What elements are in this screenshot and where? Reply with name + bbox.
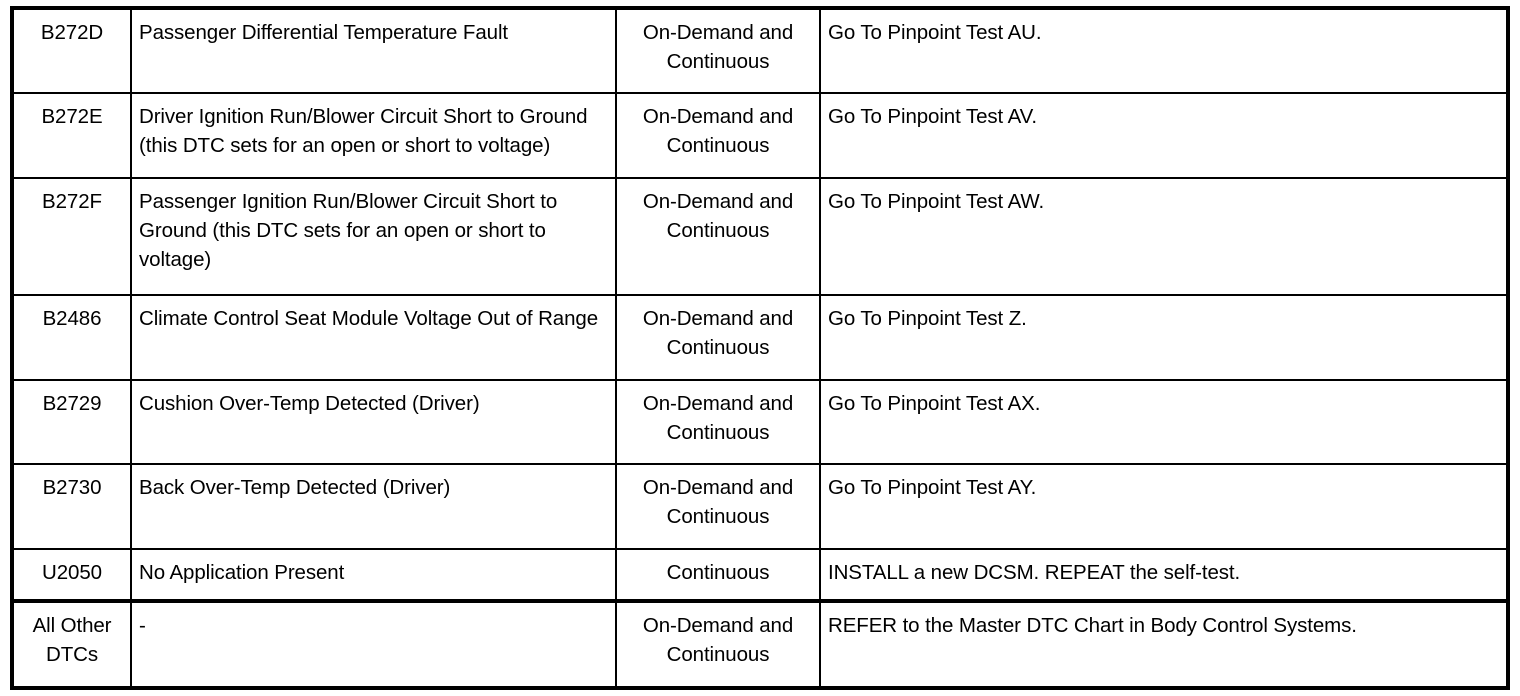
description-text: Driver Ignition Run/Blower Circuit Short… — [139, 105, 588, 158]
description-text: - — [139, 614, 146, 638]
cell-action: REFER to the Master DTC Chart in Body Co… — [820, 599, 1506, 686]
table-row: B272E Driver Ignition Run/Blower Circuit… — [14, 93, 1506, 179]
description-text: Cushion Over-Temp Detected (Driver) — [139, 391, 480, 415]
cell-dtc-code: B2730 — [14, 464, 132, 550]
cell-test-mode: On-Demand and Continuous — [616, 93, 821, 179]
action-text: Go To Pinpoint Test AW. — [828, 189, 1045, 213]
action-text: Go To Pinpoint Test AV. — [828, 105, 1037, 129]
cell-dtc-code: All Other DTCs — [14, 599, 132, 686]
action-text: Go To Pinpoint Test AX. — [828, 391, 1041, 415]
cell-dtc-code: B272E — [14, 93, 132, 179]
cell-test-mode: On-Demand and Continuous — [616, 379, 821, 466]
cell-dtc-code: B272D — [14, 10, 132, 95]
dtc-code-text: B2486 — [42, 307, 102, 331]
cell-dtc-code: B2486 — [14, 295, 132, 381]
cell-test-mode: On-Demand and Continuous — [616, 464, 821, 550]
test-mode-text: On-Demand and Continuous — [642, 614, 794, 667]
cell-action: Go To Pinpoint Test AW. — [820, 177, 1506, 297]
description-text: No Application Present — [139, 560, 345, 584]
test-mode-text: On-Demand and Continuous — [642, 189, 794, 242]
table-row: B2486 Climate Control Seat Module Voltag… — [14, 295, 1506, 381]
cell-dtc-code: B2729 — [14, 379, 132, 466]
test-mode-text: On-Demand and Continuous — [642, 476, 794, 529]
cell-action: Go To Pinpoint Test AX. — [820, 379, 1506, 466]
dtc-code-text: All Other DTCs — [32, 614, 112, 667]
cell-test-mode: On-Demand and Continuous — [616, 295, 821, 381]
action-text: INSTALL a new DCSM. REPEAT the self-test… — [828, 560, 1241, 584]
cell-description: Passenger Differential Temperature Fault — [131, 10, 617, 95]
test-mode-text: On-Demand and Continuous — [642, 21, 794, 73]
cell-description: Cushion Over-Temp Detected (Driver) — [131, 379, 617, 466]
cell-action: Go To Pinpoint Test AY. — [820, 464, 1506, 550]
test-mode-text: On-Demand and Continuous — [642, 307, 794, 360]
cell-test-mode: On-Demand and Continuous — [616, 599, 821, 686]
cell-description: Driver Ignition Run/Blower Circuit Short… — [131, 93, 617, 179]
cell-description: - — [131, 599, 617, 686]
cell-test-mode: Continuous — [616, 548, 821, 603]
cell-dtc-code: B272F — [14, 177, 132, 297]
description-text: Passenger Differential Temperature Fault — [139, 21, 508, 44]
table-row: B2729 Cushion Over-Temp Detected (Driver… — [14, 379, 1506, 466]
test-mode-text: On-Demand and Continuous — [642, 105, 794, 158]
action-text: Go To Pinpoint Test AU. — [828, 21, 1042, 44]
table-row: B272D Passenger Differential Temperature… — [14, 10, 1506, 95]
test-mode-text: On-Demand and Continuous — [642, 391, 794, 444]
cell-action: INSTALL a new DCSM. REPEAT the self-test… — [820, 548, 1506, 603]
dtc-code-text: B272F — [42, 189, 102, 213]
table-row: B2730 Back Over-Temp Detected (Driver) O… — [14, 464, 1506, 550]
dtc-chart-table-frame: B272D Passenger Differential Temperature… — [10, 6, 1510, 690]
dtc-code-text: U2050 — [42, 560, 102, 584]
dtc-code-text: B272D — [40, 21, 104, 44]
table-body: B272D Passenger Differential Temperature… — [14, 10, 1506, 686]
description-text: Climate Control Seat Module Voltage Out … — [139, 307, 598, 331]
cell-description: No Application Present — [131, 548, 617, 603]
dtc-code-text: B272E — [41, 105, 103, 129]
action-text: REFER to the Master DTC Chart in Body Co… — [828, 614, 1357, 638]
table-row: B272F Passenger Ignition Run/Blower Circ… — [14, 177, 1506, 297]
description-text: Back Over-Temp Detected (Driver) — [139, 476, 451, 500]
description-text: Passenger Ignition Run/Blower Circuit Sh… — [139, 189, 558, 271]
table-row: All Other DTCs - On-Demand and Continuou… — [14, 599, 1506, 686]
cell-test-mode: On-Demand and Continuous — [616, 177, 821, 297]
dtc-code-text: B2730 — [42, 476, 102, 500]
dtc-code-text: B2729 — [42, 391, 102, 415]
cell-description: Climate Control Seat Module Voltage Out … — [131, 295, 617, 381]
cell-description: Passenger Ignition Run/Blower Circuit Sh… — [131, 177, 617, 297]
dtc-chart-table: B272D Passenger Differential Temperature… — [14, 10, 1506, 686]
cell-action: Go To Pinpoint Test AU. — [820, 10, 1506, 95]
cell-action: Go To Pinpoint Test Z. — [820, 295, 1506, 381]
cell-dtc-code: U2050 — [14, 548, 132, 603]
cell-action: Go To Pinpoint Test AV. — [820, 93, 1506, 179]
cell-description: Back Over-Temp Detected (Driver) — [131, 464, 617, 550]
cell-test-mode: On-Demand and Continuous — [616, 10, 821, 95]
test-mode-text: Continuous — [666, 560, 770, 584]
table-row: U2050 No Application Present Continuous … — [14, 548, 1506, 603]
action-text: Go To Pinpoint Test AY. — [828, 476, 1037, 500]
action-text: Go To Pinpoint Test Z. — [828, 307, 1027, 331]
